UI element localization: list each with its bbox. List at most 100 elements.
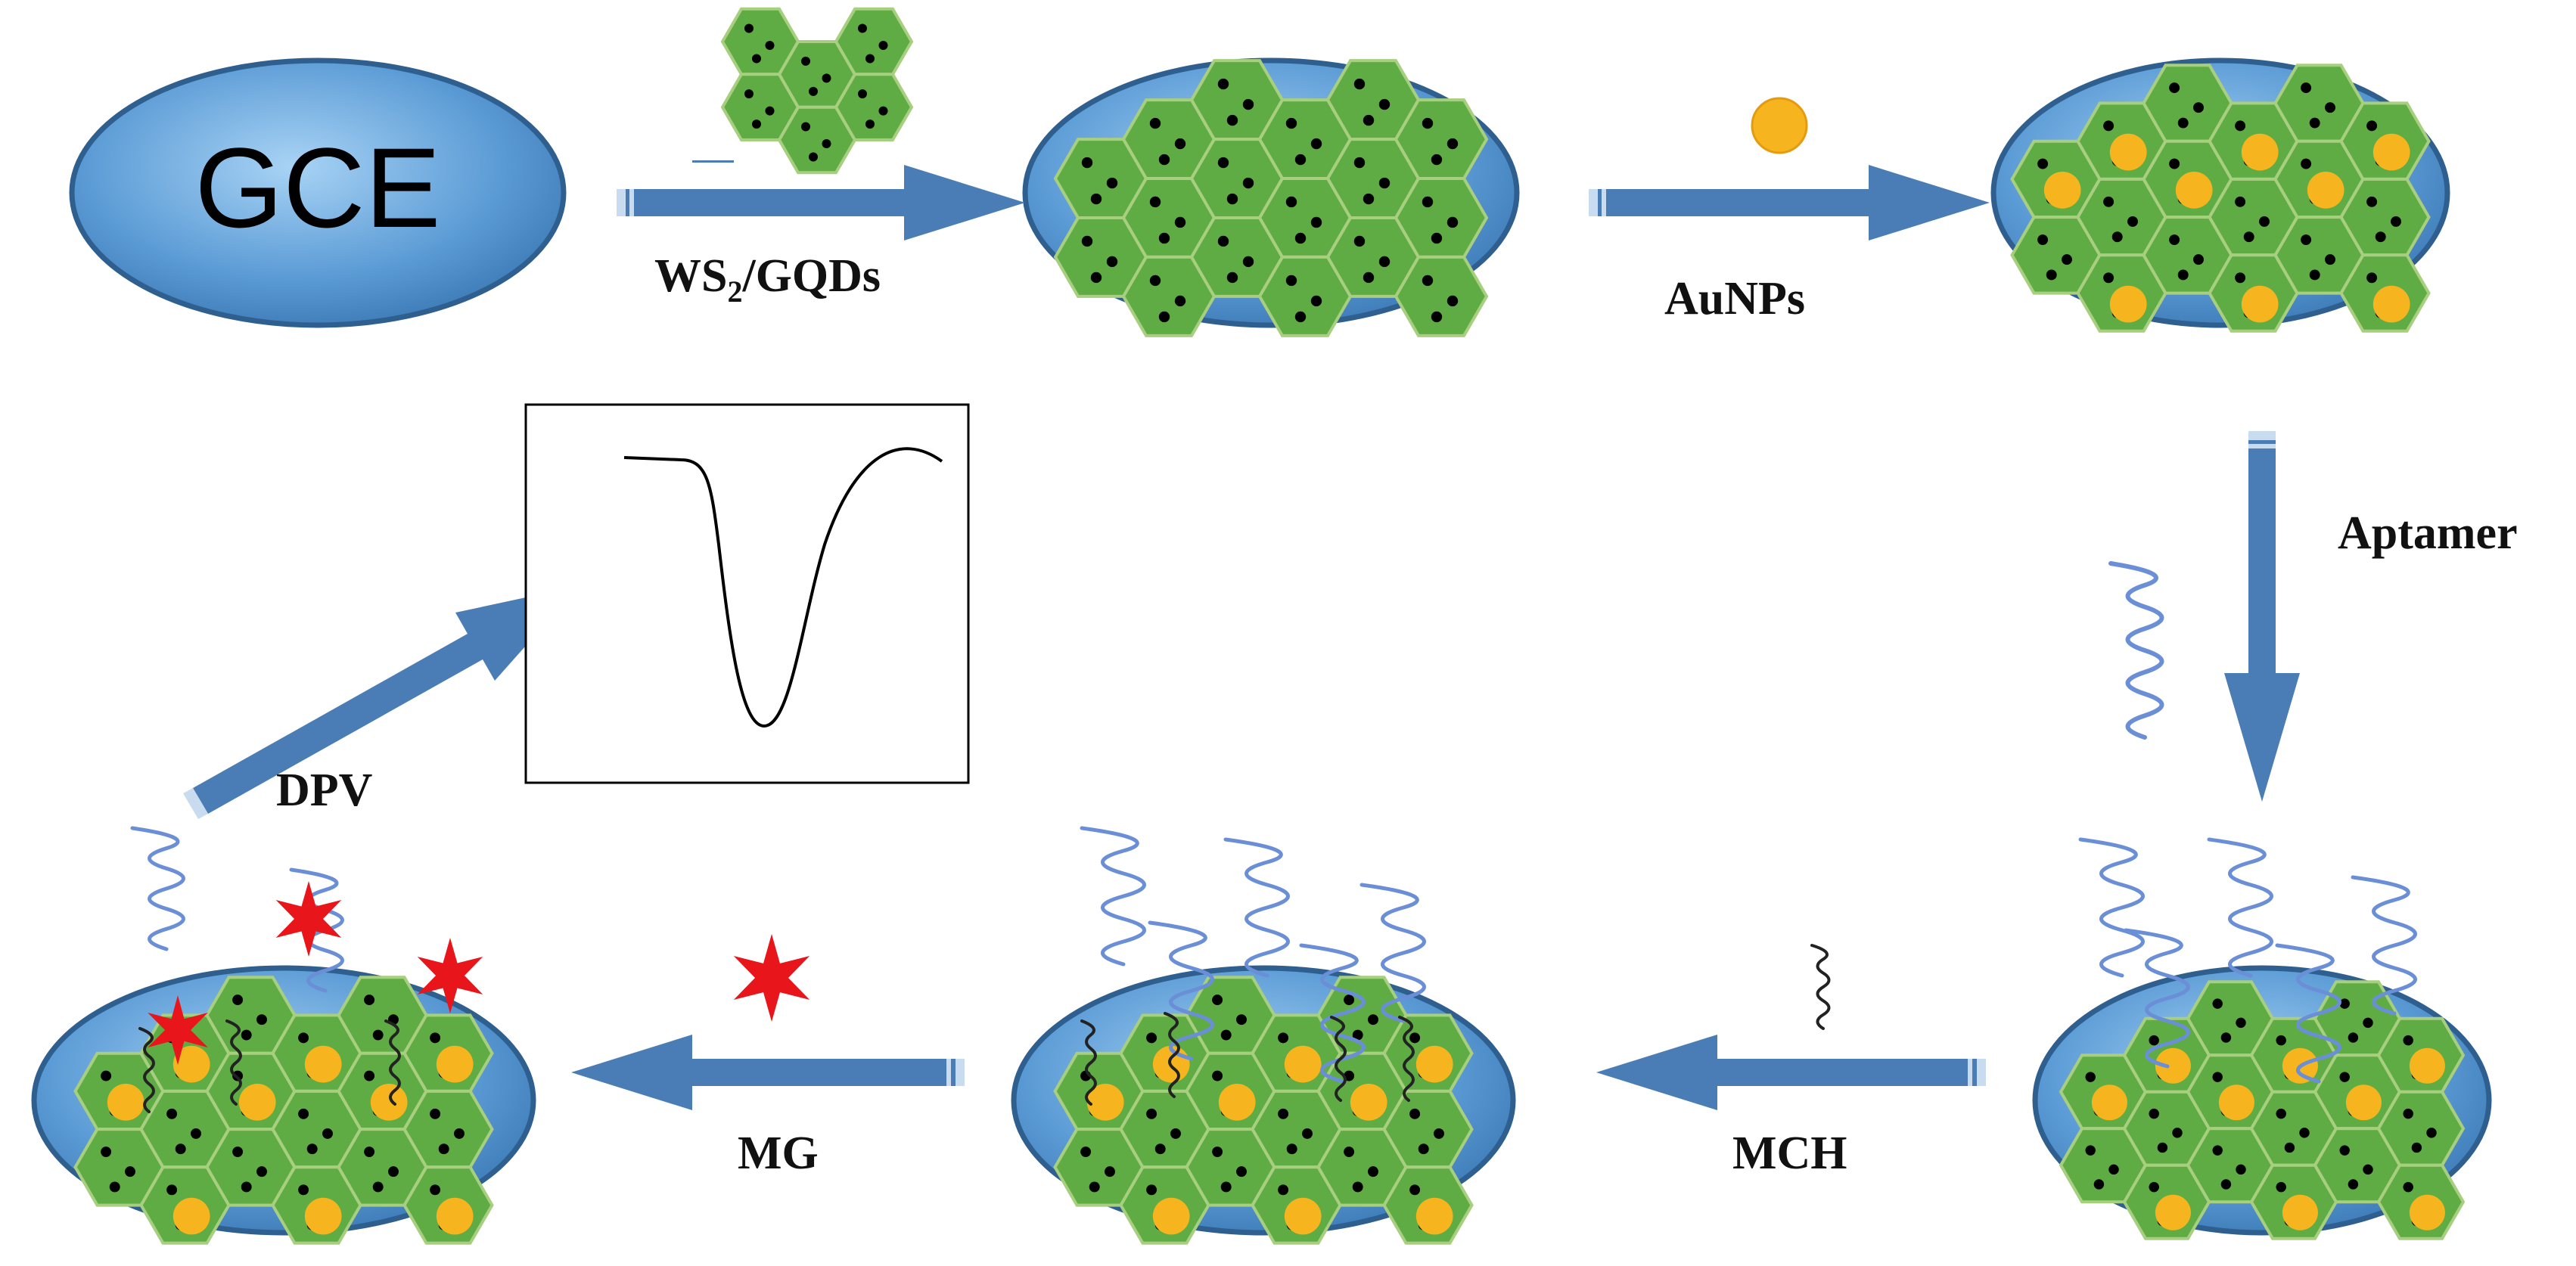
quantum-dot: [1226, 272, 1238, 284]
quantum-dot: [822, 138, 831, 148]
quantum-dot: [298, 1184, 309, 1196]
quantum-dot: [878, 106, 888, 116]
quantum-dot: [1217, 157, 1229, 169]
quantum-dot: [2236, 1164, 2246, 1175]
mch-strand: [1398, 1016, 1415, 1102]
quantum-dot: [1080, 1147, 1092, 1158]
aptamer-strand: [2351, 875, 2417, 1016]
small-bar: [692, 160, 734, 163]
quantum-dot: [1368, 1014, 1378, 1026]
quantum-dot: [1278, 1108, 1289, 1119]
quantum-dot: [1285, 275, 1297, 287]
gold-nanoparticle: [107, 1084, 144, 1121]
quantum-dot: [364, 1147, 375, 1158]
quantum-dot: [1302, 1128, 1313, 1139]
quantum-dot: [1285, 196, 1297, 208]
mch-strand: [138, 1027, 155, 1113]
quantum-dot: [752, 119, 761, 129]
quantum-dot: [1285, 117, 1297, 129]
quantum-dot: [191, 1128, 201, 1139]
quantum-dot: [1212, 1070, 1223, 1081]
quantum-dot: [1422, 275, 1434, 287]
quantum-dot: [2276, 1035, 2286, 1046]
quantum-dot: [372, 1181, 384, 1193]
quantum-dot: [1310, 138, 1322, 150]
quantum-dot: [1344, 994, 1355, 1006]
malachite-green-star: [148, 995, 208, 1065]
mch-strand: [384, 1019, 401, 1106]
gold-nanoparticle: [304, 1045, 342, 1083]
quantum-dot: [1363, 272, 1375, 284]
electrode-gce: GCE: [69, 57, 567, 328]
quantum-dot: [1294, 154, 1307, 166]
gold-nanoparticle: [1415, 1197, 1453, 1235]
quantum-dot: [2276, 1108, 2286, 1119]
aptamer-strand: [2124, 928, 2190, 1069]
gold-nanoparticle: [436, 1197, 474, 1235]
quantum-dot: [1363, 114, 1375, 126]
quantum-dot: [2085, 1072, 2096, 1082]
gold-nanoparticle: [2409, 1047, 2445, 1084]
quantum-dot: [109, 1181, 120, 1193]
quantum-dot: [1174, 295, 1186, 307]
quantum-dot: [2259, 216, 2270, 227]
gold-nanoparticle: [2175, 172, 2213, 209]
ws2-gqds-layers: [73, 59, 2466, 1245]
quantum-dot: [372, 1029, 384, 1041]
arrow-gce-to-ws2: [617, 165, 1025, 240]
quantum-dot: [1220, 1181, 1232, 1193]
gold-nanoparticle: [238, 1084, 276, 1121]
quantum-dot: [2403, 1035, 2413, 1046]
quantum-dot: [430, 1108, 441, 1119]
quantum-dot: [1220, 1029, 1232, 1041]
quantum-dot: [364, 1070, 375, 1081]
quantum-dot: [1353, 235, 1366, 247]
quantum-dot: [2236, 1017, 2246, 1029]
gold-nanoparticle: [2091, 1084, 2127, 1121]
quantum-dot: [1409, 1108, 1421, 1119]
quantum-dot: [1418, 1143, 1429, 1155]
quantum-dot: [1212, 994, 1223, 1006]
quantum-dot: [858, 23, 867, 33]
quantum-dot: [1378, 98, 1391, 110]
quantum-dot: [2212, 1072, 2223, 1082]
gold-nanoparticle: [1284, 1045, 1322, 1083]
hexagon-cluster: [2059, 980, 2466, 1240]
quantum-dot: [765, 41, 775, 51]
ws2-gqds-cluster-icon: [720, 7, 914, 175]
quantum-dot: [2375, 231, 2386, 243]
mch-strand: [1080, 1019, 1097, 1106]
mch-strand-icon: [1810, 944, 1831, 1030]
quantum-dot: [2103, 120, 2115, 132]
quantum-dot: [298, 1108, 309, 1119]
gold-nanoparticle: [1350, 1084, 1387, 1121]
aptamer-strand: [1223, 837, 1290, 978]
quantum-dot: [2243, 231, 2254, 243]
quantum-dot: [2169, 82, 2180, 94]
quantum-dot: [1344, 1147, 1355, 1158]
quantum-dot: [1158, 232, 1170, 244]
quantum-dot: [1378, 256, 1391, 268]
quantum-dot: [1353, 78, 1366, 90]
quantum-dot: [2325, 102, 2335, 113]
quantum-dot: [454, 1128, 465, 1139]
quantum-dot: [2339, 1145, 2350, 1156]
aptamer-strand-icon: [2108, 561, 2164, 740]
arrow-aptamer-to-mch: [1596, 1035, 1986, 1110]
quantum-dot: [256, 1014, 267, 1026]
quantum-dot: [232, 994, 244, 1006]
quantum-dot: [2363, 1164, 2373, 1175]
step-label-aunps: AuNPs: [1664, 273, 1805, 324]
quantum-dot: [1081, 235, 1093, 247]
quantum-dot: [2391, 216, 2401, 227]
quantum-dot: [1149, 275, 1161, 287]
quantum-dot: [2301, 82, 2312, 94]
quantum-dot: [2093, 1179, 2105, 1190]
quantum-dot: [752, 54, 761, 64]
quantum-dot: [2037, 234, 2049, 246]
gold-nanoparticle: [2155, 1047, 2191, 1084]
quantum-dot: [2339, 998, 2350, 1009]
quantum-dot: [1149, 196, 1161, 208]
gold-nanoparticle: [2372, 285, 2410, 323]
quantum-dot: [1236, 1014, 1247, 1026]
